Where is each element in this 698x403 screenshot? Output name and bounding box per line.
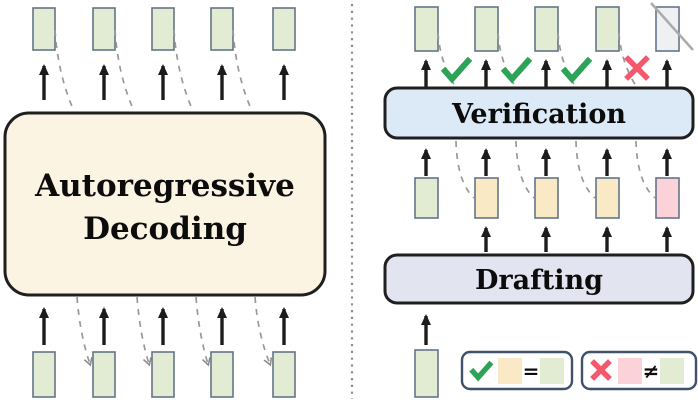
draft-token [414, 177, 439, 219]
feedback-dashed-line [54, 29, 75, 112]
input-token [414, 349, 439, 398]
draft-chain-dashed-line [515, 140, 535, 199]
legend-reject: ≠ [580, 350, 698, 391]
autoregressive-panel: Autoregressive Decoding [3, 7, 327, 398]
next-input-dashed-arrow [195, 296, 208, 364]
draft-chain-dashed-line [575, 140, 596, 199]
output-token [272, 7, 296, 51]
verified-token [414, 6, 439, 52]
next-input-dashed-arrow [254, 296, 270, 364]
output-token [32, 7, 56, 51]
check-icon [500, 56, 533, 84]
draft-token [655, 177, 680, 219]
not-equals-sign: ≠ [643, 359, 660, 383]
draft-chain-dashed-line [455, 140, 475, 199]
output-token [92, 7, 116, 51]
input-token [210, 351, 234, 398]
draft-token [534, 177, 559, 219]
verified-token [595, 6, 620, 52]
next-input-dashed-arrow [76, 296, 90, 364]
cross-icon [590, 359, 612, 381]
autoregressive-box-label-line2: Decoding [83, 211, 247, 247]
check-icon [469, 360, 494, 382]
check-icon [440, 56, 473, 84]
cross-icon [624, 55, 650, 81]
output-token [151, 7, 175, 51]
speculative-panel: Verification Drafting [383, 2, 698, 398]
feedback-dashed-line [173, 29, 194, 112]
verification-box-label: Verification [451, 99, 626, 130]
draft-token [595, 177, 620, 219]
next-input-dashed-arrow [136, 296, 149, 364]
input-token [32, 351, 56, 398]
verification-box [383, 86, 695, 140]
rejected-token [655, 6, 680, 52]
autoregressive-box-label-line1: Autoregressive [34, 168, 295, 204]
legend-target-token-swatch [660, 358, 684, 384]
legend-target-token-swatch [540, 358, 564, 384]
verify-dashed-line [618, 32, 637, 87]
rejected-slash-icon [650, 2, 694, 51]
input-token [272, 351, 296, 398]
output-token [210, 7, 234, 51]
draft-chain-dashed-line [635, 140, 656, 199]
drafting-box-label: Drafting [475, 265, 603, 296]
legend-draft-token-swatch [498, 358, 522, 384]
feedback-dashed-line [232, 29, 253, 112]
autoregressive-decoding-box [3, 111, 327, 297]
check-icon [560, 56, 593, 84]
input-token [92, 351, 116, 398]
legend-accept: = [460, 350, 574, 391]
input-token [151, 351, 175, 398]
draft-token [474, 177, 499, 219]
verified-token [474, 6, 499, 52]
verified-token [534, 6, 559, 52]
equals-sign: = [523, 359, 540, 383]
feedback-dashed-line [114, 29, 135, 112]
legend-draft-token-swatch [618, 358, 642, 384]
drafting-box [383, 253, 695, 305]
